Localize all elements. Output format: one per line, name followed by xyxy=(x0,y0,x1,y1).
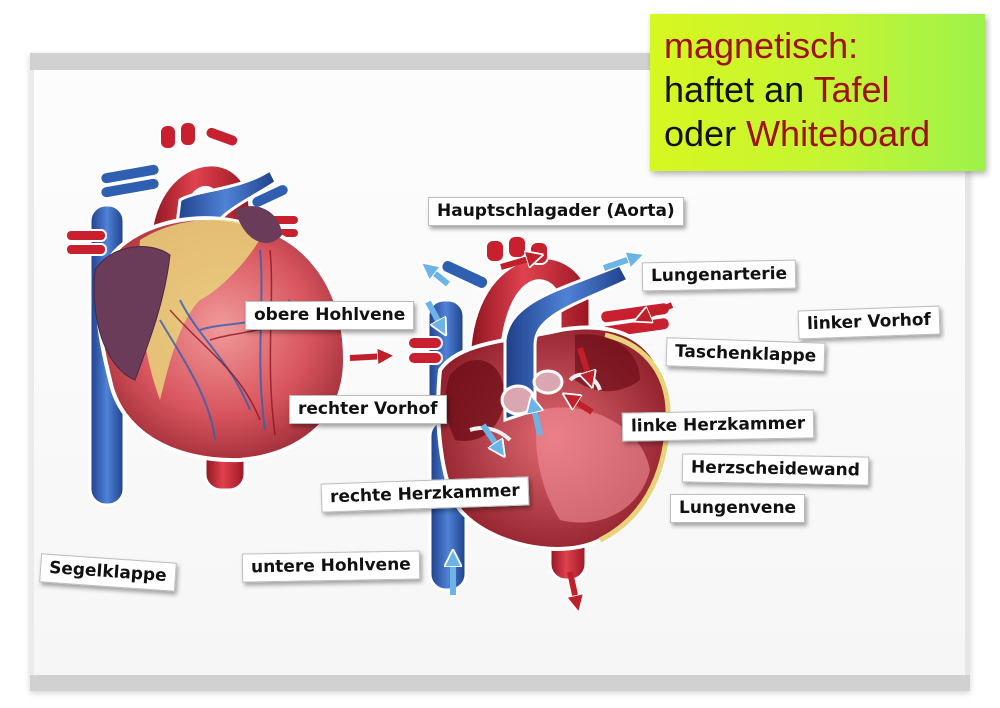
promo-line3-highlight: Whiteboard xyxy=(746,113,931,154)
label-hauptschlagader[interactable]: Hauptschlagader (Aorta) xyxy=(428,197,684,226)
board-bottom-frame xyxy=(30,675,970,691)
label-text: rechte Herzkammer xyxy=(329,480,521,508)
label-text: Hauptschlagader (Aorta) xyxy=(437,201,675,221)
label-obere-hohlvene[interactable]: obere Hohlvene xyxy=(245,301,415,330)
arrow-right-icon xyxy=(349,356,386,358)
label-linke-herzkammer[interactable]: linke Herzkammer xyxy=(621,409,815,442)
label-text: Lungenarterie xyxy=(650,263,788,287)
label-lungenarterie[interactable]: Lungenarterie xyxy=(641,259,797,292)
promo-line1: magnetisch: xyxy=(664,25,859,66)
promo-line3-prefix: oder xyxy=(664,113,747,154)
board-right-frame xyxy=(965,70,970,675)
label-text: untere Hohlvene xyxy=(250,554,411,578)
label-text: rechter Vorhof xyxy=(298,399,438,419)
promo-line2-highlight: Tafel xyxy=(813,69,890,110)
promo-sticker: magnetisch: haftet an Tafel oder Whitebo… xyxy=(650,14,985,171)
label-text: Taschenklappe xyxy=(674,341,817,367)
label-rechter-vorhof[interactable]: rechter Vorhof xyxy=(289,395,447,424)
label-text: linke Herzkammer xyxy=(630,413,806,437)
promo-line2-prefix: haftet an xyxy=(664,69,814,110)
label-untere-hohlvene[interactable]: untere Hohlvene xyxy=(241,550,421,583)
heart-cross-section xyxy=(407,235,674,604)
label-text: obere Hohlvene xyxy=(254,305,406,325)
label-herzscheidewand[interactable]: Herzscheidewand xyxy=(681,453,870,486)
label-text: linker Vorhof xyxy=(806,309,932,335)
board-left-frame xyxy=(30,70,34,675)
label-text: Segelklappe xyxy=(48,557,168,587)
label-text: Herzscheidewand xyxy=(690,457,861,481)
label-linker-vorhof[interactable]: linker Vorhof xyxy=(797,305,941,340)
label-lungenvene[interactable]: Lungenvene xyxy=(670,494,806,523)
label-taschenklappe[interactable]: Taschenklappe xyxy=(665,337,826,372)
label-text: Lungenvene xyxy=(679,498,797,518)
